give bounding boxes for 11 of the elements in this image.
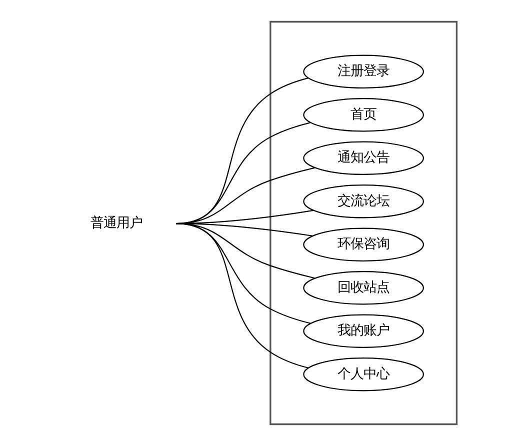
node-ellipse: 个人中心	[302, 358, 424, 392]
node-ellipse: 我的账户	[302, 314, 424, 348]
connector	[176, 223, 308, 368]
node-ellipse: 环保咨询	[302, 228, 424, 262]
node-ellipse: 注册登录	[302, 54, 424, 88]
node-text: 普通用户	[90, 216, 142, 231]
node-ellipse: 交流论坛	[302, 184, 424, 218]
cluster	[269, 20, 458, 426]
node-ellipse: 首页	[302, 98, 424, 132]
node-ellipse: 回收站点	[302, 271, 424, 305]
node-ellipse: 通知公告	[302, 141, 424, 175]
